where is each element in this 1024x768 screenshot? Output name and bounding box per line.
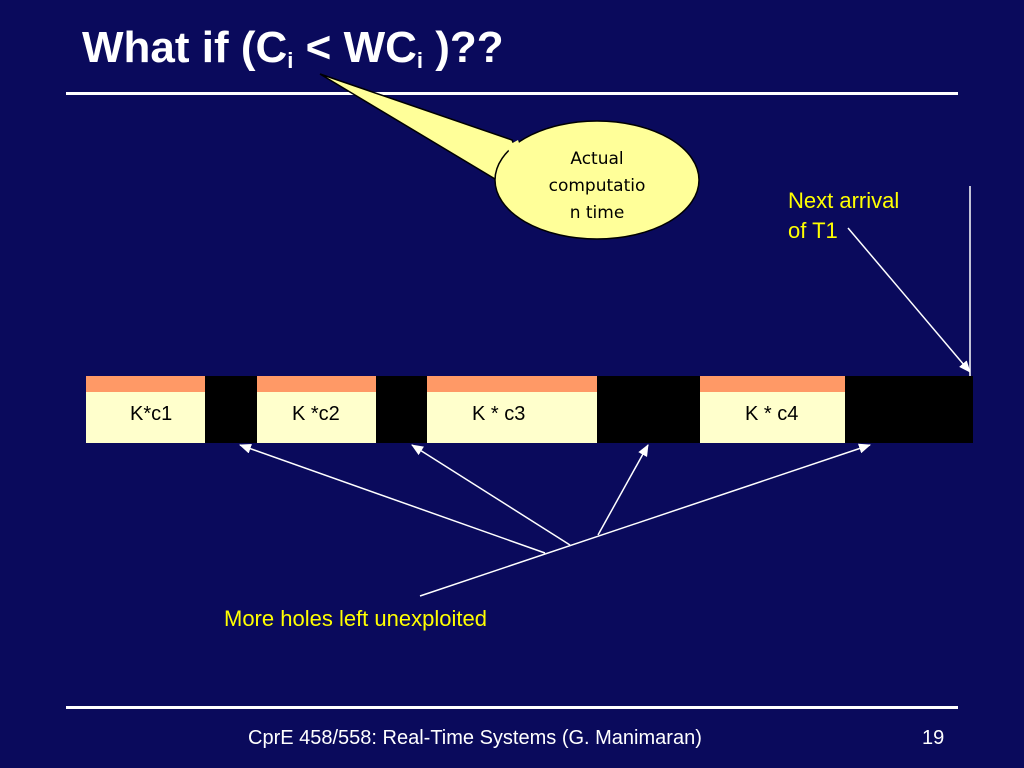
hole-arrow-4 xyxy=(419,443,871,597)
next-arrival-label: Next arrival of T1 xyxy=(788,186,938,246)
next-arrival-line-1: Next arrival xyxy=(788,188,900,213)
footer-rule xyxy=(66,706,958,709)
block-1-body xyxy=(86,392,205,443)
block-3-body xyxy=(427,392,597,443)
block-1-label: K*c1 xyxy=(130,403,173,425)
title-subscript-1: i xyxy=(287,48,294,73)
block-3-label: K * c3 xyxy=(472,403,526,425)
block-4-body xyxy=(700,392,845,443)
title-rule xyxy=(66,92,958,95)
hole-arrow-3 xyxy=(597,444,649,536)
block-4-top xyxy=(700,376,845,392)
block-3-top xyxy=(427,376,597,392)
callout-text: Actual computatio n time xyxy=(500,146,694,227)
block-2-body xyxy=(257,392,376,443)
holes-label: More holes left unexploited xyxy=(224,606,487,631)
block-2-label: K *c2 xyxy=(292,403,340,425)
title-part-2: < WC xyxy=(293,23,417,72)
footer-course: CprE 458/558: Real-Time Systems (G. Mani… xyxy=(248,727,702,749)
block-1-top xyxy=(86,376,205,392)
hole-arrow-1 xyxy=(239,443,546,554)
next-arrival-line-2: of T1 xyxy=(788,218,838,243)
callout-bubble xyxy=(319,73,700,240)
block-4-label: K * c4 xyxy=(745,403,799,425)
callout-seam xyxy=(507,140,538,206)
title-part-1: What if (C xyxy=(82,23,288,72)
callout-ellipse xyxy=(494,120,700,240)
title-part-3: )?? xyxy=(423,23,504,72)
hole-arrow-2 xyxy=(411,444,571,546)
callout-line-3: n time xyxy=(569,203,625,223)
block-2 xyxy=(257,376,376,443)
page-number: 19 xyxy=(922,727,945,749)
block-4 xyxy=(700,376,845,443)
slide-title: What if (Ci < WCi )?? xyxy=(82,20,504,89)
title-subscript-2: i xyxy=(416,48,423,73)
block-1 xyxy=(86,376,205,443)
next-arrival-arrow xyxy=(847,227,971,373)
block-2-top xyxy=(257,376,376,392)
block-3 xyxy=(427,376,597,443)
callout-line-2: computatio xyxy=(548,176,646,196)
callout-line-1: Actual xyxy=(570,149,624,169)
